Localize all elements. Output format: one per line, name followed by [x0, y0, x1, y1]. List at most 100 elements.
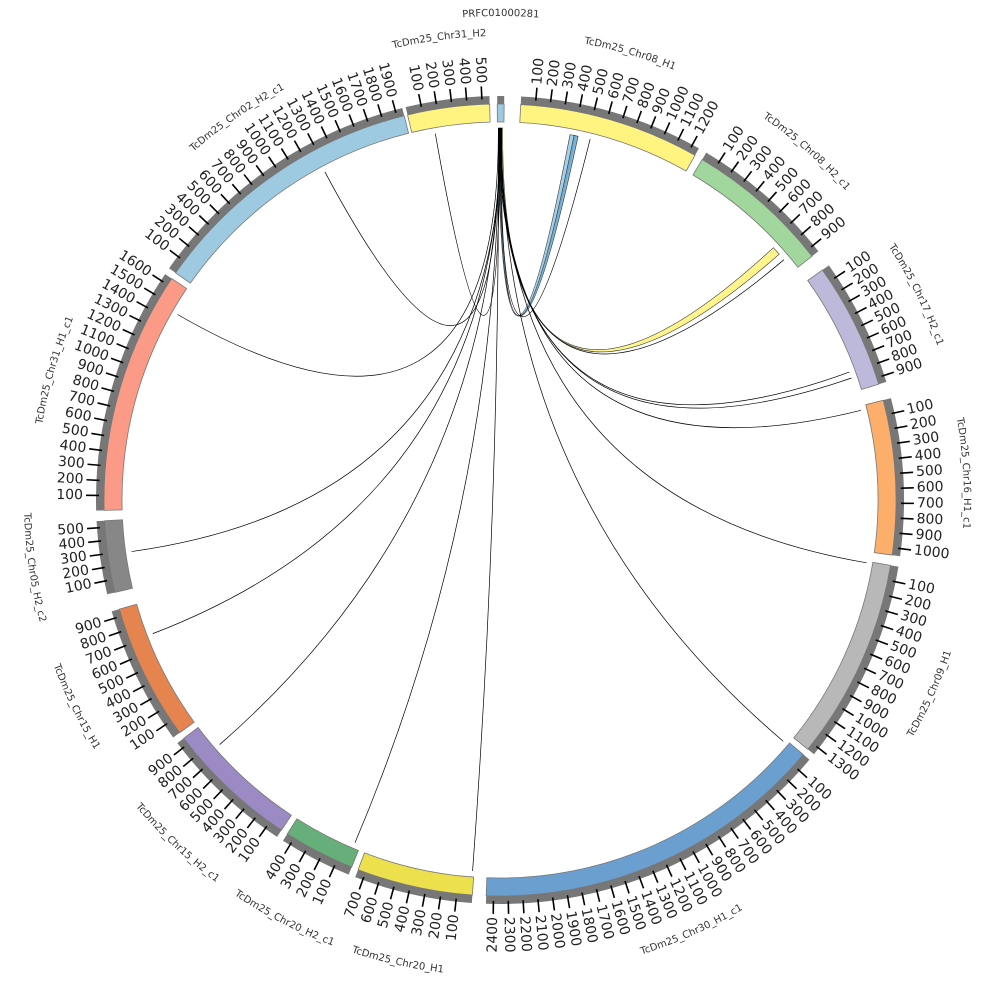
axis-tick: [374, 881, 380, 895]
axis-tick-label: 800: [916, 511, 943, 528]
axis-tick: [437, 896, 442, 910]
sector-block: [865, 399, 897, 556]
sector-tcdm25-chr15-h2-c1: 100200300400500600700800900TcDm25_Chr15_…: [133, 726, 292, 885]
sector-axis-band: [282, 833, 352, 875]
axis-tick: [652, 870, 659, 884]
sector-block: [793, 561, 892, 750]
axis-tick: [622, 105, 628, 119]
sector-tcdm25-chr09-h1: 1002003004005006007008009001000110012001…: [793, 561, 954, 784]
axis-tick-label: 500: [57, 521, 85, 539]
axis-tick: [842, 707, 854, 717]
axis-tick: [113, 644, 127, 651]
axis-tick: [178, 237, 190, 248]
link-line: [472, 128, 499, 872]
sector-block: [485, 742, 804, 897]
axis-tick: [778, 202, 789, 213]
axis-tick: [896, 440, 910, 444]
axis-tick: [636, 110, 643, 124]
axis-tick: [152, 274, 164, 283]
axis-tick: [328, 865, 336, 878]
axis-tick: [320, 126, 328, 139]
sector-block: [286, 818, 359, 868]
sector-axis-band: [883, 398, 905, 557]
axis-tick: [209, 204, 220, 215]
axis-tick: [841, 282, 854, 291]
axis-tick: [129, 314, 142, 322]
link-line: [435, 127, 501, 316]
axis-tick: [796, 768, 808, 779]
axis-tick-label: 2200: [516, 916, 534, 953]
axis-tick: [880, 624, 894, 631]
axis-tick: [815, 745, 828, 755]
axis-tick: [101, 387, 115, 393]
axis-tick: [91, 566, 105, 571]
axis-tick: [391, 99, 397, 113]
axis-tick: [551, 897, 556, 911]
axis-tick: [705, 843, 714, 856]
axis-tick: [86, 526, 101, 530]
axis-tick: [255, 164, 265, 177]
axis-tick: [280, 147, 289, 160]
sector-block: [407, 103, 491, 133]
axis-tick: [665, 864, 673, 877]
sector-block: [692, 158, 813, 268]
axis-tick: [825, 733, 837, 743]
axis-tick: [593, 97, 599, 111]
axis-tick: [776, 789, 787, 801]
axis-tick: [876, 358, 890, 365]
axis-tick: [87, 463, 101, 467]
axis-tick: [742, 818, 752, 830]
sector-tcdm25-chr08-h1: 100200300400500600700800900100011001200T…: [519, 36, 723, 172]
axis-tick: [549, 89, 553, 103]
axis-tick: [417, 93, 423, 107]
axis-tick: [753, 809, 764, 821]
axis-tick: [182, 757, 194, 768]
axis-tick-label: 400: [894, 623, 924, 647]
axis-tick-label: 300: [899, 608, 929, 631]
axis-tick: [885, 610, 899, 616]
axis-tick-label: 900: [915, 527, 943, 545]
axis-tick: [892, 580, 906, 585]
axis-tick-label: 900: [75, 356, 105, 379]
axis-tick-label: 500: [61, 421, 90, 441]
axis-tick: [334, 119, 342, 133]
axis-tick: [522, 900, 525, 914]
axis-tick: [786, 779, 798, 790]
axis-tick: [730, 161, 740, 173]
axis-tick-label: 700: [917, 495, 944, 511]
axis-tick: [136, 300, 149, 309]
axis-tick: [730, 827, 739, 839]
axis-tick: [677, 128, 685, 141]
axis-tick: [871, 345, 885, 352]
axis-tick: [89, 447, 103, 452]
axis-tick-label: 500: [472, 56, 489, 83]
sector-tcdm25-chr16-h1-c1: 1002003004005006007008009001000TcDm25_Ch…: [865, 397, 972, 563]
axis-tick: [875, 639, 889, 646]
axis-tick: [849, 694, 862, 703]
axis-tick: [810, 238, 822, 248]
axis-tick-label: 900: [73, 615, 103, 638]
link-ribbon: [498, 127, 579, 317]
axis-tick: [891, 409, 905, 415]
sector-block: [496, 103, 505, 123]
axis-tick: [284, 842, 293, 855]
axis-tick: [91, 432, 105, 437]
axis-tick: [267, 156, 277, 168]
axis-tick-label: 100: [405, 63, 426, 92]
sector-axis-band: [520, 96, 699, 156]
axis-tick: [755, 180, 765, 192]
sector-label: TcDm25_Chr20_H1: [350, 944, 445, 975]
sector-axis-band: [822, 265, 887, 385]
sector-label: TcDm25_Chr16_H1_c1: [954, 416, 972, 530]
axis-tick-label: 200: [61, 562, 90, 582]
axis-tick: [433, 91, 438, 105]
axis-tick: [638, 875, 645, 889]
axis-tick: [848, 294, 861, 303]
axis-tick: [765, 799, 775, 811]
link-line: [498, 128, 850, 406]
axis-tick: [899, 532, 913, 536]
axis-tick: [449, 88, 453, 103]
